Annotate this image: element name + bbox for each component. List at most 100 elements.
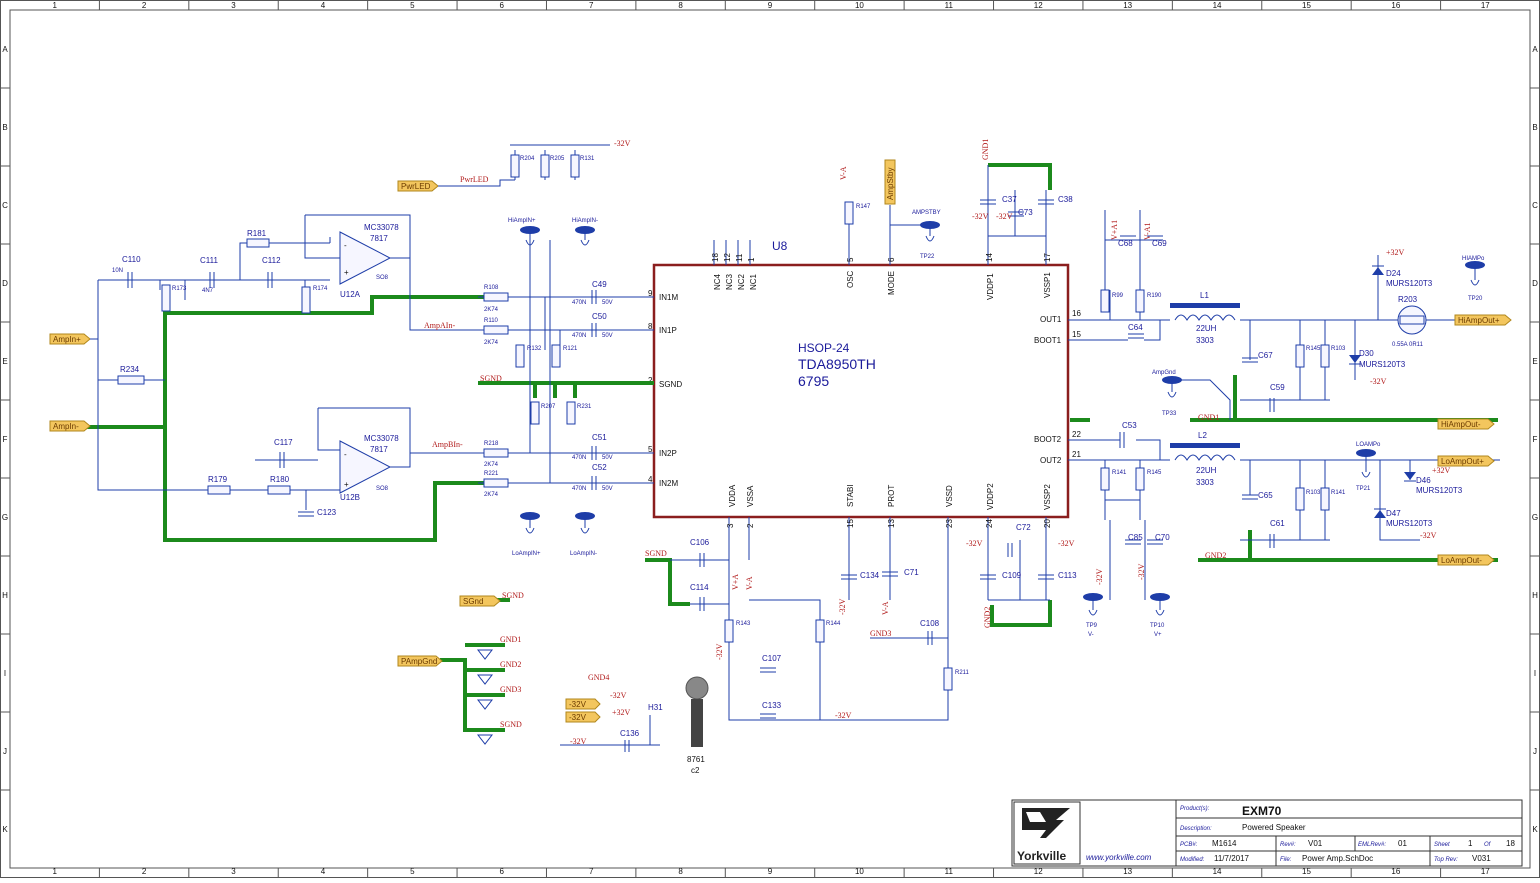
r143-ref: R143 bbox=[736, 621, 751, 627]
c107-ref: C71 bbox=[904, 568, 919, 577]
pin-num-20: 20 bbox=[1043, 519, 1052, 528]
svg-text:Sheet: Sheet bbox=[1434, 842, 1450, 848]
ampstby-port[interactable]: AmpStby bbox=[884, 159, 896, 205]
loampin-minus-testpoint[interactable]: LoAmpIN- bbox=[570, 512, 597, 557]
c59-ref: C59 bbox=[1270, 383, 1285, 392]
ampstby-testpoint[interactable]: AMPSTBY TP22 bbox=[912, 210, 941, 260]
u12b-code: 7817 bbox=[370, 445, 388, 454]
u12a-pkg: SO8 bbox=[376, 275, 389, 281]
pin-num-15: 15 bbox=[846, 519, 855, 528]
svg-text:Product(s):: Product(s): bbox=[1180, 806, 1210, 812]
c113-ref: C113 bbox=[1058, 571, 1077, 580]
pampgnd-port[interactable]: PAmpGnd bbox=[397, 655, 443, 667]
svg-text:2K74: 2K74 bbox=[484, 307, 499, 313]
r203-polyfuse: R203 0.55A 0R11 bbox=[1392, 295, 1427, 348]
u8-ref: U8 bbox=[772, 239, 788, 253]
svg-text:AmpIn-: AmpIn- bbox=[53, 422, 79, 431]
pin-num-8: 8 bbox=[648, 322, 653, 331]
svg-text:V-A: V-A bbox=[881, 601, 890, 615]
u12a-opamp[interactable]: - + MC33078 7817 U12A SO8 bbox=[304, 214, 478, 331]
r179-resistor bbox=[207, 485, 231, 495]
ampin-minus-port[interactable]: AmpIn- bbox=[49, 420, 91, 432]
r218-ref: R218 bbox=[484, 441, 499, 447]
zone-col-12: 12 bbox=[1034, 867, 1043, 876]
r106-resistor bbox=[1135, 289, 1145, 313]
zone-row-D: D bbox=[1532, 279, 1538, 288]
u8-amplifier-ic[interactable]: U8 HSOP-24 TDA8950TH 6795 NC4 NC3 NC2 NC… bbox=[610, 205, 1105, 640]
zone-row-B: B bbox=[2, 123, 7, 132]
hiampo-testpoint[interactable]: HIAMPo TP20 bbox=[1462, 256, 1485, 302]
svg-text:470N: 470N bbox=[572, 455, 586, 461]
svg-text:GND4: GND4 bbox=[588, 673, 609, 682]
pin-name-osc: OSC bbox=[846, 270, 855, 288]
r204-ref: R204 bbox=[520, 156, 535, 162]
hiampin-plus-testpoint[interactable]: HiAmpIN+ bbox=[508, 218, 540, 246]
pin-num-6: 6 bbox=[887, 257, 896, 262]
loampin-plus-testpoint[interactable]: LoAmpIN+ bbox=[512, 512, 541, 557]
zone-col-15: 15 bbox=[1302, 1, 1311, 10]
zone-row-F: F bbox=[3, 435, 8, 444]
svg-text:V01: V01 bbox=[1308, 839, 1323, 848]
pin-num-2: 2 bbox=[648, 376, 653, 385]
pin-num-4: 4 bbox=[648, 475, 653, 484]
pin-num-17: 17 bbox=[1043, 253, 1052, 262]
pin-name-in2m: IN2M bbox=[659, 479, 678, 488]
u12b-opamp[interactable]: - + MC33078 7817 U12B SO8 bbox=[317, 407, 478, 502]
svg-text:Top Rev:: Top Rev: bbox=[1434, 857, 1458, 863]
svg-text:-32V: -32V bbox=[1137, 563, 1146, 580]
loampout-minus-port[interactable]: LoAmpOut- bbox=[1437, 554, 1495, 566]
loampo-testpoint[interactable]: LOAMPo TP21 bbox=[1356, 442, 1381, 492]
pwrled-section: PwrLED PwrLED -32V R204 R205 R131 bbox=[397, 139, 631, 192]
c61-ref: C61 bbox=[1270, 519, 1285, 528]
svg-text:c2: c2 bbox=[691, 766, 700, 775]
pin-name-boot1: BOOT1 bbox=[1034, 336, 1062, 345]
hiampout-plus-port[interactable]: HiAmpOut+ bbox=[1454, 314, 1512, 326]
u12a-ref: U12A bbox=[340, 290, 361, 299]
pin-num-16: 16 bbox=[1072, 309, 1081, 318]
r121-ref: R121 bbox=[563, 346, 578, 352]
n32v-port-b[interactable]: -32V bbox=[565, 711, 601, 723]
c65-ref: C65 bbox=[1258, 491, 1273, 500]
sgnd-port[interactable]: SGnd bbox=[459, 595, 501, 607]
zone-row-C: C bbox=[2, 201, 8, 210]
svg-text:HiAmpIN-: HiAmpIN- bbox=[572, 218, 598, 224]
product-name: EXM70 bbox=[1242, 804, 1282, 818]
r121-resistor bbox=[551, 344, 561, 368]
u8-left-pins: 9 IN1M 8 IN1P 2 SGND 5 IN2P 4 IN2M bbox=[610, 289, 682, 488]
svg-text:AmpStby: AmpStby bbox=[886, 168, 895, 200]
hiampout-minus-port[interactable]: HiAmpOut- bbox=[1437, 418, 1495, 430]
loampout-plus-port[interactable]: LoAmpOut+ bbox=[1437, 455, 1495, 467]
r99-resistor bbox=[1320, 344, 1330, 368]
r106-ref: R190 bbox=[1147, 293, 1162, 299]
c117-ref: C117 bbox=[274, 438, 293, 447]
tp9-testpoint[interactable]: TP9 V- bbox=[1083, 593, 1103, 638]
ampin-plus-port[interactable]: AmpIn+ bbox=[49, 333, 91, 345]
svg-text:H31: H31 bbox=[648, 703, 663, 712]
svg-text:Description:: Description: bbox=[1180, 826, 1212, 832]
pin-num-15b: 15 bbox=[1072, 330, 1081, 339]
zone-col-16: 16 bbox=[1391, 867, 1400, 876]
r108-resistor bbox=[483, 292, 509, 302]
net-gnd1-top: GND1 bbox=[981, 139, 990, 160]
d46-ref: D46 bbox=[1416, 476, 1431, 485]
hiampin-minus-testpoint[interactable]: HiAmpIN- bbox=[572, 218, 598, 246]
ampgnd-testpoint[interactable]: AmpGnd TP33 bbox=[1152, 370, 1231, 420]
svg-text:4N7: 4N7 bbox=[202, 288, 214, 294]
pwrled-port[interactable]: PwrLED bbox=[397, 180, 439, 192]
zone-col-10: 10 bbox=[855, 1, 864, 10]
r211-ref: R211 bbox=[955, 670, 970, 676]
zone-col-8: 8 bbox=[678, 867, 683, 876]
r141-resistor bbox=[1320, 487, 1330, 511]
net-gnd2-bot: GND2 bbox=[983, 607, 992, 628]
pin-name-vdda: VDDA bbox=[728, 484, 737, 507]
zone-col-3: 3 bbox=[231, 1, 236, 10]
c37-ref: C37 bbox=[1002, 195, 1017, 204]
tp10-testpoint[interactable]: TP10 V+ bbox=[1150, 593, 1170, 638]
r207-resistor bbox=[530, 401, 540, 425]
svg-text:PCB#:: PCB#: bbox=[1180, 842, 1198, 848]
n32v-port-a[interactable]: -32V bbox=[565, 698, 601, 710]
svg-text:Modified:: Modified: bbox=[1180, 857, 1205, 863]
c68-ref: C68 bbox=[1118, 239, 1133, 248]
svg-text:V031: V031 bbox=[1472, 854, 1491, 863]
r147-resistor bbox=[844, 201, 854, 225]
